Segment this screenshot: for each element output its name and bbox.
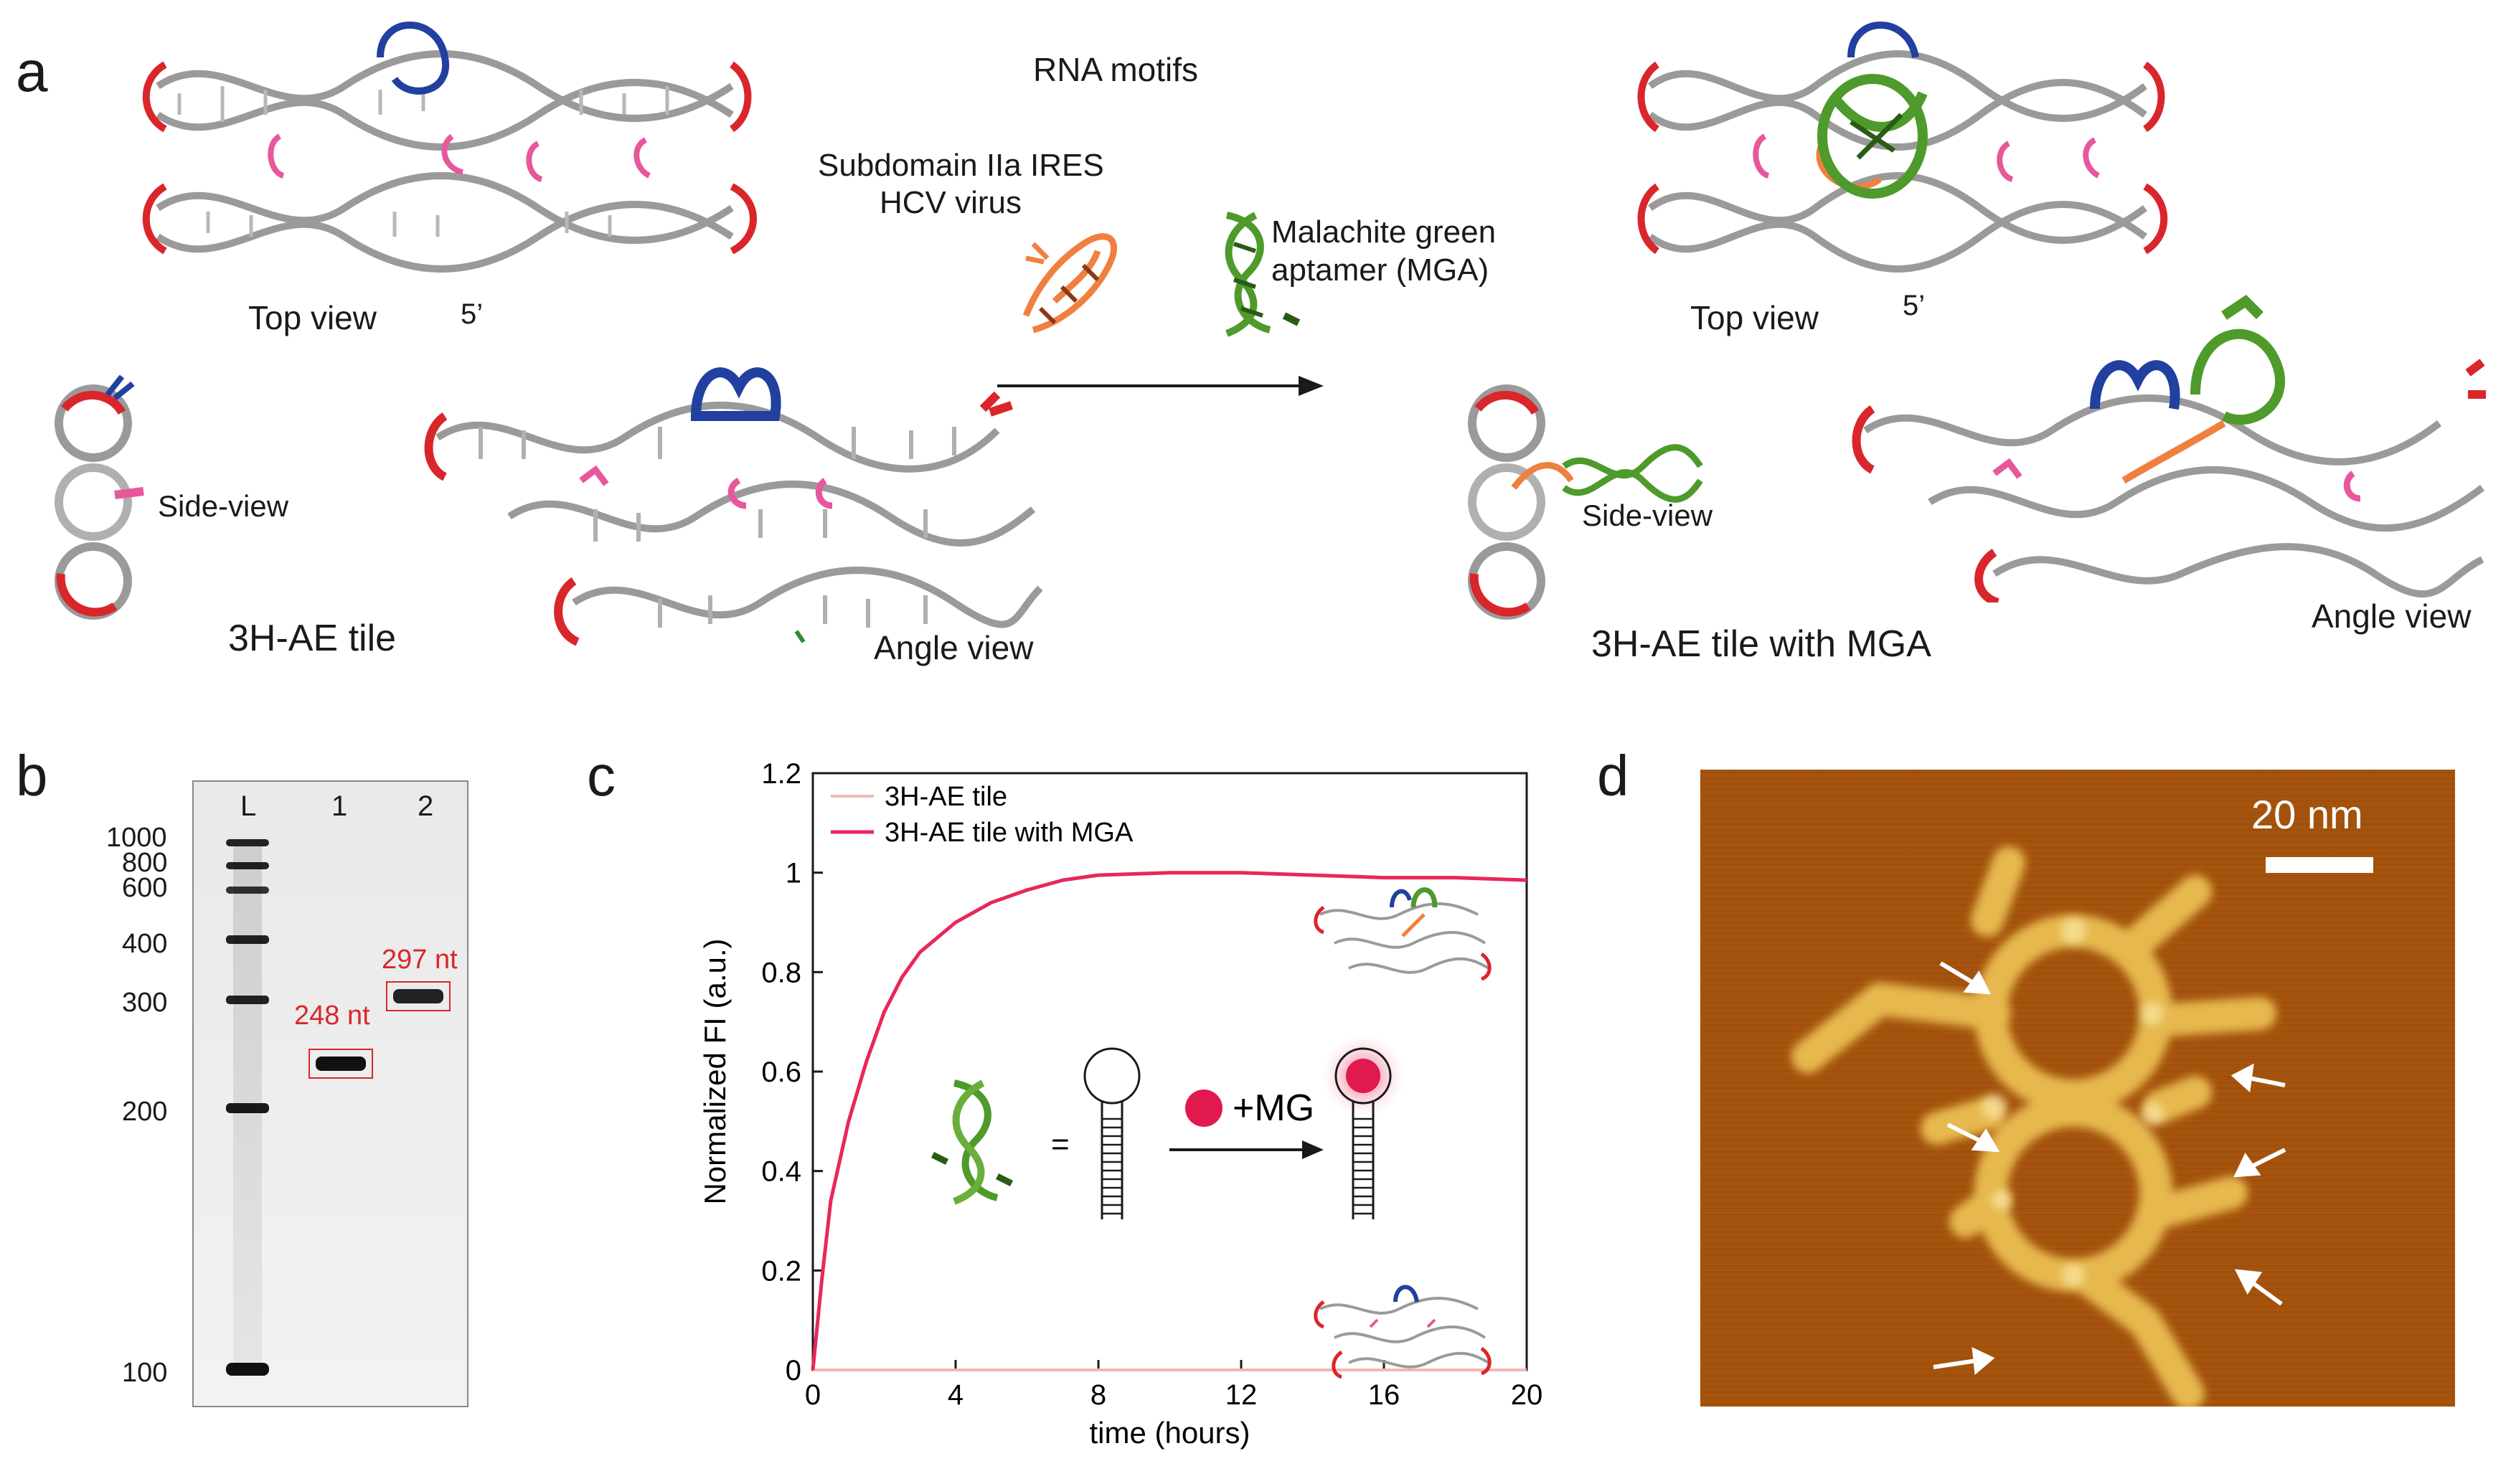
mga-motif-structure bbox=[1225, 212, 1301, 337]
five-prime-label-left: 5’ bbox=[461, 298, 484, 330]
y-tick-label: 0 bbox=[786, 1355, 801, 1386]
lane-label-L: L bbox=[240, 790, 257, 822]
scheme-equals: = bbox=[1051, 1127, 1070, 1162]
gel-image bbox=[192, 780, 468, 1407]
ladder-label-100: 100 bbox=[122, 1358, 168, 1388]
afm-arrow-3 bbox=[1946, 1123, 2000, 1153]
tile-top-view-left bbox=[142, 22, 757, 273]
x-tick-label: 4 bbox=[948, 1379, 964, 1411]
afm-arrow-4 bbox=[2233, 1148, 2286, 1178]
ladder-label-1000: 1000 bbox=[106, 823, 167, 853]
reaction-arrow bbox=[997, 376, 1324, 396]
afm-arrow-5 bbox=[2234, 1269, 2283, 1306]
scheme-hairpin-unbound bbox=[1083, 1047, 1141, 1219]
ladder-smear bbox=[233, 846, 262, 1370]
tile-mga-angle-view bbox=[1852, 294, 2486, 602]
panel-c-letter: c bbox=[587, 744, 616, 808]
top-view-label-left: Top view bbox=[248, 299, 377, 336]
angle-view-label-left: Angle view bbox=[874, 629, 1034, 666]
ladder-band-300 bbox=[226, 996, 269, 1004]
legend-label: 3H-AE tile with MGA bbox=[885, 818, 1134, 848]
afm-arrow-2 bbox=[2230, 1063, 2286, 1092]
series-line-tile-with-mga bbox=[811, 871, 1527, 1371]
rna-motifs-label: RNA motifs bbox=[1033, 51, 1199, 88]
x-tick-label: 8 bbox=[1090, 1379, 1106, 1411]
ladder-label-400: 400 bbox=[122, 929, 168, 959]
tile-mga-top-view bbox=[1637, 22, 2168, 273]
lane2-band bbox=[393, 989, 443, 1003]
y-tick-label: 0.8 bbox=[761, 957, 801, 988]
side-view-label-right: Side-view bbox=[1582, 498, 1713, 532]
ladder-band-400 bbox=[226, 935, 269, 944]
ladder-band-200 bbox=[226, 1103, 269, 1113]
lane1-band-box bbox=[308, 1049, 373, 1079]
scheme-mg-label: +MG bbox=[1233, 1087, 1314, 1129]
afm-nanostructure bbox=[1791, 846, 2286, 1407]
x-tick-label: 0 bbox=[805, 1379, 821, 1411]
tile-mga-label: 3H-AE tile with MGA bbox=[1591, 623, 1931, 665]
scheme-hairpin-bound bbox=[1319, 1031, 1408, 1219]
y-tick-label: 0.4 bbox=[761, 1156, 801, 1188]
ladder-band-600 bbox=[226, 887, 269, 894]
ladder-label-800: 800 bbox=[122, 848, 168, 878]
tile-label: 3H-AE tile bbox=[228, 618, 397, 659]
lane2-band-box bbox=[386, 981, 451, 1011]
ladder-label-200: 200 bbox=[122, 1097, 168, 1127]
mg-dye-dot bbox=[1185, 1090, 1222, 1127]
fluorescence-chart: 0 4 8 12 16 20 0 0.2 0.4 0.6 0.8 1 1.2 time (hours) No… bbox=[698, 758, 1543, 1450]
ladder-band-800 bbox=[226, 862, 269, 869]
ladder-band-100 bbox=[226, 1363, 269, 1376]
afm-arrow-1 bbox=[1939, 961, 1992, 995]
side-view-label-left: Side-view bbox=[158, 489, 289, 523]
scale-bar bbox=[2266, 857, 2373, 873]
five-prime-label-right: 5’ bbox=[1903, 290, 1926, 321]
afm-arrows bbox=[1933, 961, 2286, 1375]
ires-label-line2: HCV virus bbox=[880, 185, 1022, 220]
lane-label-1: 1 bbox=[331, 790, 348, 822]
y-tick-label: 1 bbox=[786, 858, 801, 889]
legend-label: 3H-AE tile bbox=[885, 782, 1007, 812]
ladder-label-300: 300 bbox=[122, 988, 168, 1018]
x-tick-label: 16 bbox=[1368, 1379, 1400, 1411]
mga-label-line1: Malachite green bbox=[1271, 214, 1497, 250]
plot-frame bbox=[811, 772, 1528, 1371]
scale-bar-label: 20 nm bbox=[2251, 792, 2363, 837]
afm-image: 20 nm bbox=[1700, 770, 2455, 1407]
tile-angle-view-left bbox=[424, 367, 1043, 646]
y-tick-label: 0.6 bbox=[761, 1057, 801, 1088]
scheme-mga-structure bbox=[931, 1079, 1014, 1205]
ires-label-line1: Subdomain IIa IRES bbox=[818, 148, 1104, 183]
panel-b-letter: b bbox=[16, 744, 48, 808]
ladder-label-600: 600 bbox=[122, 873, 168, 903]
thumbnail-tile-with-mga bbox=[1314, 887, 1492, 981]
lane-label-2: 2 bbox=[418, 790, 434, 822]
ires-motif-structure bbox=[1022, 233, 1118, 334]
lane1-band bbox=[316, 1057, 366, 1071]
tile-side-view-left bbox=[55, 374, 144, 620]
x-axis-label: time (hours) bbox=[1089, 1416, 1250, 1450]
y-tick-label: 0.2 bbox=[761, 1255, 801, 1287]
tile-mga-side-view bbox=[1468, 384, 1703, 620]
band-label-297: 297 nt bbox=[382, 945, 458, 975]
mga-label-line2: aptamer (MGA) bbox=[1271, 252, 1489, 288]
panel-a-letter: a bbox=[16, 39, 48, 103]
band-label-248: 248 nt bbox=[294, 1001, 370, 1031]
x-tick-label: 20 bbox=[1511, 1379, 1543, 1411]
thumbnail-tile bbox=[1314, 1285, 1492, 1379]
ladder-band-1000 bbox=[226, 839, 269, 846]
panel-d-letter: d bbox=[1597, 744, 1629, 808]
x-tick-label: 12 bbox=[1225, 1379, 1258, 1411]
y-axis-label: Normalized FI (a.u.) bbox=[698, 938, 732, 1204]
top-view-label-right: Top view bbox=[1690, 299, 1819, 336]
angle-view-label-right: Angle view bbox=[2312, 597, 2472, 635]
y-tick-label: 1.2 bbox=[761, 758, 801, 790]
scheme-arrow bbox=[1169, 1140, 1324, 1159]
afm-arrow-6 bbox=[1933, 1346, 1995, 1375]
